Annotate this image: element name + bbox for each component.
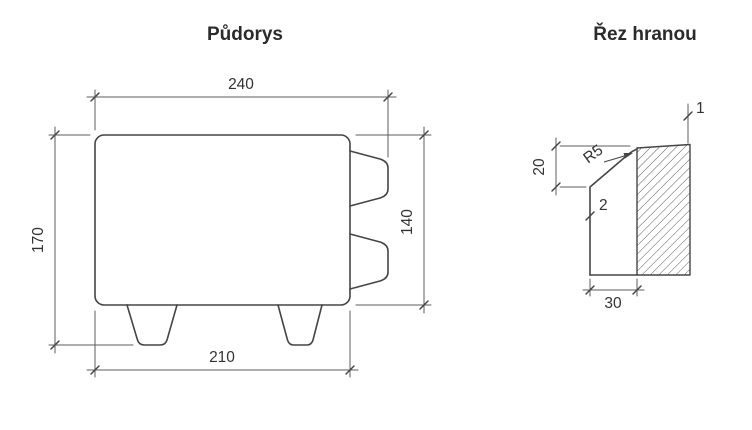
plan-tab-top <box>349 150 389 207</box>
r5-leader-arrowhead <box>623 153 633 159</box>
plan-view: Půdorys 240 <box>30 24 432 378</box>
plan-view-title: Půdorys <box>207 24 283 45</box>
r5-leader-line <box>603 154 627 163</box>
section-dim-left-20: 20 <box>531 137 631 196</box>
section-dim-bottom-label: 30 <box>604 295 622 312</box>
section-radius-label: R5 <box>580 142 606 167</box>
plan-foot-left <box>126 304 178 346</box>
plan-dim-bottom-210: 210 <box>86 310 359 378</box>
section-radius-r5: R5 <box>580 142 633 167</box>
plan-dim-top-240: 240 <box>86 76 397 158</box>
section-dim-top-label: 1 <box>696 100 705 117</box>
section-hatch-area <box>636 143 691 276</box>
section-dim-offset-2: 2 <box>585 197 608 221</box>
plan-tab-bottom <box>349 233 389 290</box>
section-edge-profile <box>589 148 638 276</box>
plan-dim-bottom-label: 210 <box>209 349 235 366</box>
section-dim-bottom-30: 30 <box>582 278 645 312</box>
plan-dim-right-140: 140 <box>355 126 432 314</box>
plan-dim-right-label: 140 <box>399 209 416 235</box>
plan-dim-top-label: 240 <box>228 76 254 93</box>
section-view: Řez hranou 1 20 <box>531 23 705 312</box>
section-dim-left-label: 20 <box>531 158 548 176</box>
plan-foot-right <box>277 304 323 346</box>
section-dim-offset-label: 2 <box>599 197 608 214</box>
section-view-title: Řez hranou <box>593 23 696 45</box>
plan-dim-left-170: 170 <box>30 126 134 354</box>
section-dim-top-1: 1 <box>683 100 705 144</box>
plan-body-outline <box>94 134 351 306</box>
plan-dim-left-label: 170 <box>30 227 47 253</box>
